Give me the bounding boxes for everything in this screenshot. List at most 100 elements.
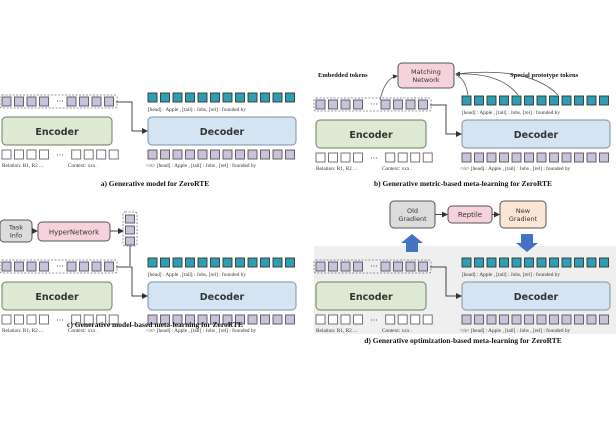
decoder-input-token [599, 314, 609, 325]
decoder-label: Decoder [514, 292, 559, 303]
encoder-embedding-token [380, 261, 391, 272]
encoder-embedding-token [393, 261, 403, 272]
target-token [147, 92, 158, 103]
encoder-label: Encoder [349, 292, 393, 303]
decoder-input-token [160, 149, 170, 160]
encoder-embedding-token [14, 261, 24, 272]
encoder-embedding-token [26, 261, 37, 272]
encoder-embedding-token [418, 261, 428, 272]
decoder-input-token [474, 314, 484, 325]
input-token [410, 314, 421, 325]
target-token [285, 92, 295, 103]
target-token [474, 257, 484, 268]
encoder-embedding-token [66, 261, 77, 272]
target-token [574, 95, 584, 106]
embedded-tokens-label: Embedded tokens [318, 72, 368, 79]
target-token [285, 257, 295, 268]
decoder-input-token [586, 314, 597, 325]
encoder-embedding-token [418, 99, 428, 110]
decoder-input-token [235, 314, 245, 325]
decoder-input-token [499, 152, 509, 163]
decoder-box [147, 281, 297, 311]
ellipsis: ··· [56, 316, 64, 325]
prototype-to-matching-arrow [455, 71, 559, 96]
decoder-input-token [524, 152, 534, 163]
encoder-embedding-token [79, 96, 89, 107]
target-token [247, 257, 258, 268]
input-token [410, 152, 421, 163]
target-token [599, 95, 609, 106]
ellipsis: ··· [56, 97, 64, 106]
target-token [536, 257, 547, 268]
input-token [328, 314, 338, 325]
decoder-input-token [599, 152, 609, 163]
target-token [549, 257, 559, 268]
new-gradient-label-line: New [516, 207, 531, 215]
input-context-label: Context: xxx . [68, 328, 98, 334]
encoder-embedding-token [26, 96, 37, 107]
target-tokens-label: [head] : Apple , [tail] : Jobs, [rel] : … [462, 271, 560, 278]
target-token [524, 257, 534, 268]
decoder-input-token [197, 149, 208, 160]
ellipsis: ··· [370, 262, 378, 271]
target-token [160, 92, 170, 103]
input-relation-label: Relation: R1, R2 ... [316, 166, 357, 172]
encoder-embedding-token [353, 261, 363, 272]
input-relation-label: Relation: R1, R2 ... [316, 328, 357, 334]
decoder-input-token [511, 152, 522, 163]
decoder-inputs-label: </s> [head] : Apple , [tail] : Jobs , [r… [146, 327, 256, 334]
encoder-embedding-token [1, 261, 12, 272]
input-token [26, 149, 37, 160]
target-tokens-label: [head] : Apple , [tail] : Jobs, [rel] : … [148, 271, 246, 278]
old-gradient-label-line: Gradient [398, 215, 427, 223]
decoder-input-token [222, 314, 233, 325]
encoder-embedding-token [104, 96, 114, 107]
target-token [210, 257, 220, 268]
input-token [1, 314, 12, 325]
input-token [422, 314, 433, 325]
target-tokens-label: [head] : Apple , [tail] : Jobs, [rel] : … [462, 109, 560, 116]
ellipsis: ··· [56, 151, 64, 160]
matching-network-box [397, 62, 455, 89]
input-token [14, 149, 24, 160]
decoder-input-token [536, 152, 547, 163]
new-gradient-box [499, 200, 547, 229]
encoder-label: Encoder [35, 292, 79, 303]
encoder-box [315, 281, 427, 311]
target-token [272, 92, 283, 103]
input-token [340, 152, 351, 163]
encoder-embedding-token [39, 261, 49, 272]
decoder-input-token [549, 314, 559, 325]
target-token [499, 257, 509, 268]
target-token [260, 257, 270, 268]
input-token [108, 149, 119, 160]
target-token [511, 95, 522, 106]
target-token [586, 95, 597, 106]
ellipsis: ··· [370, 154, 378, 163]
decoder-input-token [486, 314, 497, 325]
encoder-embedding-token [104, 261, 114, 272]
encoder-to-decoder-arrow [116, 101, 148, 134]
decoder-input-token [499, 314, 509, 325]
input-token [71, 149, 82, 160]
encoder-embedding-token [340, 99, 351, 110]
target-token [222, 257, 233, 268]
decoder-input-token [147, 314, 158, 325]
target-token [260, 92, 270, 103]
decoder-input-token [147, 149, 158, 160]
new-gradient-label-line: Gradient [509, 215, 538, 223]
encoder-label: Encoder [35, 127, 79, 138]
target-token [561, 257, 572, 268]
encoder-embedding-token [1, 96, 12, 107]
input-token [340, 314, 351, 325]
input-token [96, 314, 107, 325]
decoder-input-token [285, 314, 295, 325]
encoder-embedding-token [79, 261, 89, 272]
decoder-input-token [574, 314, 584, 325]
ellipsis: ··· [56, 262, 64, 271]
encoder-to-decoder-arrow [116, 266, 148, 299]
hypernetwork-label: HyperNetwork [49, 229, 100, 237]
input-token [397, 152, 408, 163]
decoder-input-token [222, 149, 233, 160]
decoder-input-token [172, 314, 183, 325]
